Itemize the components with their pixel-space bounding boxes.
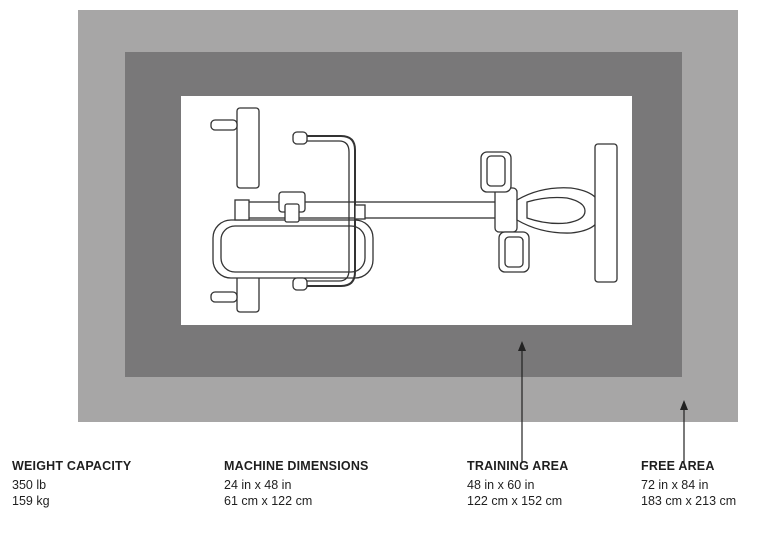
free-area-cm: 183 cm x 213 cm bbox=[641, 494, 737, 508]
free-area-block: FREE AREA 72 in x 84 in 183 cm x 213 cm bbox=[641, 459, 736, 509]
machine-dimensions-block: MACHINE DIMENSIONS 24 in x 48 in 61 cm x… bbox=[224, 459, 369, 509]
machine-area-zone bbox=[181, 96, 632, 325]
free-area-title: FREE AREA bbox=[641, 459, 715, 473]
training-area-in: 48 in x 60 in bbox=[467, 478, 535, 492]
weight-capacity-lb: 350 lb bbox=[12, 478, 47, 492]
training-area-title: TRAINING AREA bbox=[467, 459, 569, 473]
weight-capacity-block: WEIGHT CAPACITY 350 lb 159 kg bbox=[12, 459, 131, 509]
weight-capacity-kg: 159 kg bbox=[12, 494, 50, 508]
training-area-cm: 122 cm x 152 cm bbox=[467, 494, 563, 508]
training-area-block: TRAINING AREA 48 in x 60 in 122 cm x 152… bbox=[467, 459, 568, 509]
weight-capacity-title: WEIGHT CAPACITY bbox=[12, 459, 132, 473]
machine-dimensions-in: 24 in x 48 in bbox=[224, 478, 292, 492]
rowing-machine-top-view-icon bbox=[210, 107, 618, 313]
machine-dimensions-cm: 61 cm x 122 cm bbox=[224, 494, 313, 508]
machine-dimensions-title: MACHINE DIMENSIONS bbox=[224, 459, 369, 473]
free-area-in: 72 in x 84 in bbox=[641, 478, 709, 492]
